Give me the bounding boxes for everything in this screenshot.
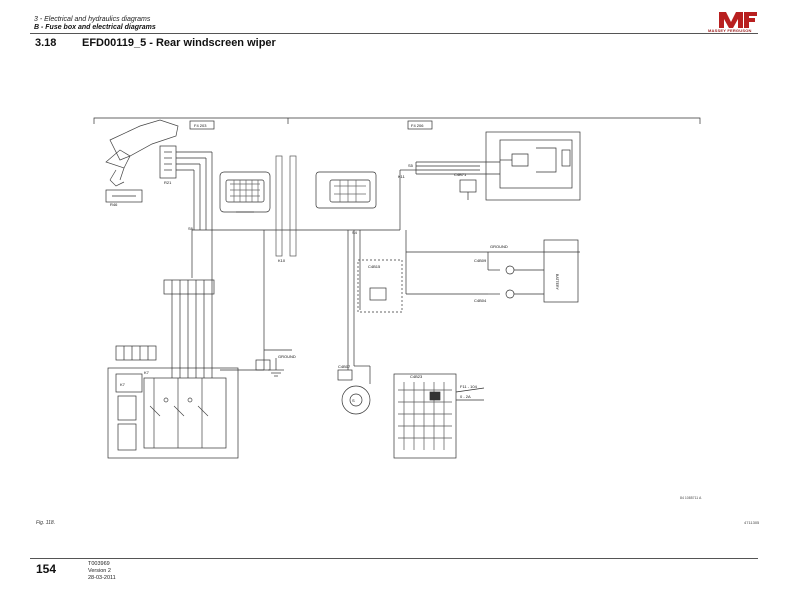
r21-label: R21 xyxy=(164,180,172,185)
r46-label: R46 xyxy=(110,202,118,207)
splice-s4: S4 xyxy=(352,230,358,235)
c4b09-label: C4B09 xyxy=(474,258,487,263)
c4b23-label: C4B23 xyxy=(410,374,423,379)
wire-label-1: F11 - 104 xyxy=(460,384,478,389)
figure-label: Fig. 118. xyxy=(36,520,56,526)
splice-s6: S6 xyxy=(188,226,194,231)
c4b15-box xyxy=(357,259,403,313)
wiring-diagram: F4 203 F4 206 R21 K7 K7 K10 K11 C4B15 C4… xyxy=(93,117,701,459)
harness-left-box xyxy=(189,120,215,130)
k10-pin-strip xyxy=(275,155,297,257)
k10-connector xyxy=(219,171,271,213)
c4b15-label: C4B15 xyxy=(368,264,381,269)
section-number: 3.18 xyxy=(35,37,57,49)
fuse-grid-small xyxy=(115,345,157,361)
figure-code: 4711305 xyxy=(744,520,760,525)
c4b71-label: C4B71 xyxy=(454,172,467,177)
c4b04-label: C4B04 xyxy=(474,298,487,303)
footer-rule xyxy=(30,558,758,559)
wiper-motor xyxy=(105,119,179,187)
k7-relay-panel xyxy=(107,367,239,459)
document-date: 28-03-2011 xyxy=(88,575,116,581)
section-heading: B - Fuse box and electrical diagrams xyxy=(34,24,156,31)
relay-box xyxy=(485,131,581,201)
harness-right-label: F4 206 xyxy=(411,123,424,128)
harness-bracket xyxy=(93,117,701,124)
drawing-reference: 84 1085711 A xyxy=(680,496,702,500)
ground-label-2: GROUND xyxy=(490,244,508,249)
chapter-heading: 3 - Electrical and hydraulics diagrams xyxy=(34,16,151,23)
battery-box xyxy=(543,239,579,303)
s-label: S xyxy=(352,398,355,403)
c4b07-label: C4B07 xyxy=(338,364,351,369)
k7-label-inner: K7 xyxy=(120,382,126,387)
k7-fuses xyxy=(163,279,215,295)
section-title: EFD00119_5 - Rear windscreen wiper xyxy=(82,37,276,49)
harness-left-label: F4 203 xyxy=(194,123,207,128)
page-number: 154 xyxy=(36,562,57,576)
splice-s5: S5 xyxy=(408,163,414,168)
c4b71-connector xyxy=(459,179,477,193)
harness-right-box xyxy=(407,120,433,130)
key-switch xyxy=(341,385,371,415)
header-rule xyxy=(30,33,758,34)
k11-connector xyxy=(315,171,377,209)
wire-label-2: 0 - 2A xyxy=(460,394,471,399)
document-info: T003969 Version 2 28-03-2011 xyxy=(88,561,116,582)
r21-connector xyxy=(159,145,177,179)
document-version: Version 2 xyxy=(88,568,111,574)
battery-label: BATTERY xyxy=(555,274,559,290)
brand-logo xyxy=(719,12,757,28)
brand-name: MASSEY FERGUSON xyxy=(708,28,752,33)
k11-label: K11 xyxy=(398,174,406,179)
ground-label-1: GROUND xyxy=(278,354,296,359)
fuse-box xyxy=(393,373,457,459)
k7-label: K7 xyxy=(144,370,150,375)
document-id: T003969 xyxy=(88,561,110,567)
r46-connector xyxy=(105,189,143,203)
k10-label: K10 xyxy=(278,258,286,263)
